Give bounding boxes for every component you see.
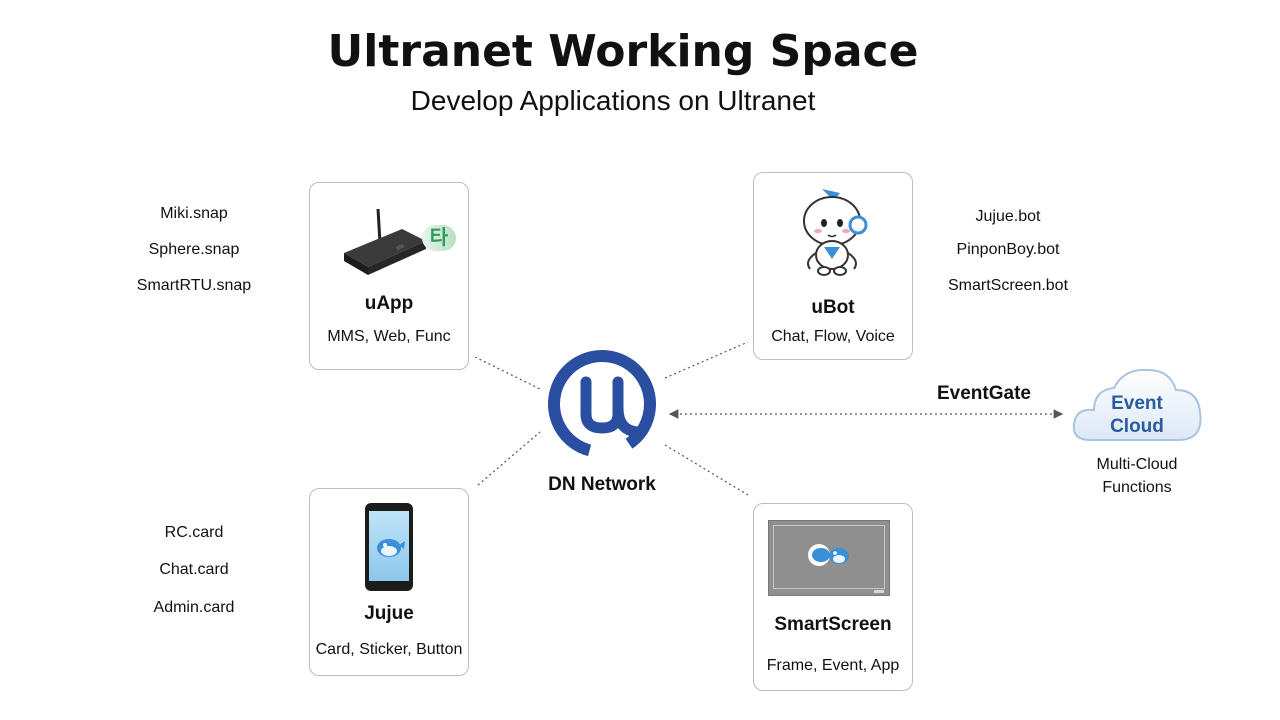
uapp-card[interactable]: 타 uApp MMS, Web, Func bbox=[309, 182, 469, 370]
bot-item: SmartScreen.bot bbox=[947, 277, 1069, 294]
robot-mascot-icon bbox=[803, 189, 868, 276]
whale-mascot-icon bbox=[808, 544, 849, 566]
jujue-card[interactable]: Jujue Card, Sticker, Button bbox=[309, 488, 469, 676]
line-ubot bbox=[664, 341, 749, 379]
bot-item: PinponBoy.bot bbox=[956, 241, 1060, 258]
smartscreen-title: SmartScreen bbox=[774, 614, 892, 635]
dn-network-label: DN Network bbox=[548, 474, 656, 495]
smartphone-icon bbox=[365, 503, 413, 591]
snap-item: SmartRTU.snap bbox=[136, 277, 252, 294]
uapp-title: uApp bbox=[364, 293, 414, 314]
snap-item: Miki.snap bbox=[160, 205, 228, 222]
line-smartscreen bbox=[664, 444, 749, 496]
screen-frame-icon bbox=[768, 520, 890, 596]
event-cloud-caption-line2: Functions bbox=[1102, 479, 1172, 496]
smartscreen-card[interactable]: SmartScreen Frame, Event, App bbox=[753, 503, 913, 691]
page-subtitle: Develop Applications on Ultranet bbox=[410, 85, 816, 116]
whale-mascot-icon bbox=[377, 539, 405, 557]
jujue-subtitle: Card, Sticker, Button bbox=[315, 641, 463, 658]
bot-item: Jujue.bot bbox=[975, 208, 1041, 225]
dn-network-logo-icon bbox=[546, 348, 658, 460]
ubot-title: uBot bbox=[811, 297, 855, 318]
jujue-title: Jujue bbox=[364, 603, 414, 624]
card-item: Admin.card bbox=[153, 599, 235, 616]
ubot-subtitle: Chat, Flow, Voice bbox=[771, 328, 895, 345]
snap-item: Sphere.snap bbox=[148, 241, 240, 258]
event-cloud-icon bbox=[1070, 362, 1206, 446]
card-item: Chat.card bbox=[159, 561, 229, 578]
line-uapp bbox=[474, 356, 543, 391]
line-jujue bbox=[477, 431, 541, 486]
event-cloud-title: Event Cloud bbox=[1080, 392, 1194, 438]
router-device-icon bbox=[344, 208, 426, 275]
page-title: Ultranet Working Space bbox=[327, 26, 919, 77]
event-cloud-title-line2: Cloud bbox=[1110, 416, 1164, 437]
uapp-subtitle: MMS, Web, Func bbox=[327, 328, 451, 345]
ubot-card[interactable]: uBot Chat, Flow, Voice bbox=[753, 172, 913, 360]
event-cloud-caption-line1: Multi-Cloud bbox=[1096, 456, 1178, 473]
uapp-badge-icon: 타 bbox=[422, 225, 456, 251]
smartscreen-subtitle: Frame, Event, App bbox=[766, 657, 900, 674]
event-cloud-title-line1: Event bbox=[1111, 393, 1163, 414]
eventgate-label: EventGate bbox=[937, 383, 1031, 404]
card-item: RC.card bbox=[164, 524, 224, 541]
event-cloud-caption: Multi-Cloud Functions bbox=[1077, 453, 1197, 499]
